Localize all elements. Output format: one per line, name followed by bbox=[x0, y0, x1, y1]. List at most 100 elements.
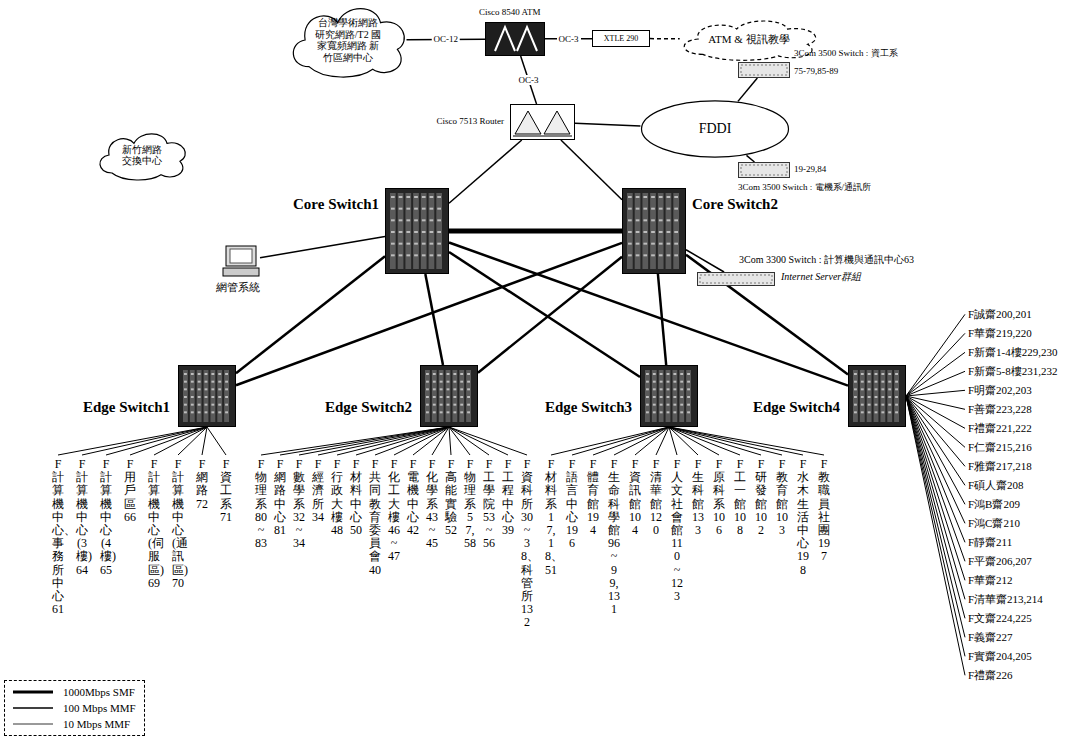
site-label: F鴻C齋210 bbox=[968, 517, 1020, 530]
site-label: F電機中心42 bbox=[407, 458, 419, 537]
network-link bbox=[449, 140, 522, 203]
node-label: 台灣學術網路 研究網路/T2 國家寬頻網路 新竹區網中心 bbox=[312, 17, 384, 63]
edge-switch: Edge Switch3 bbox=[640, 365, 698, 427]
node-label: Edge Switch2 bbox=[325, 399, 412, 416]
leader-line bbox=[261, 427, 449, 455]
atm-switch-icon: Cisco 8540 ATM bbox=[485, 22, 545, 56]
site-label: F網路中心81 bbox=[274, 458, 286, 537]
leader-line bbox=[299, 427, 449, 455]
network-link bbox=[449, 229, 622, 234]
node-label: 網管系統 bbox=[216, 281, 260, 294]
label-holder: 台灣學術網路 研究網路/T2 國家寬頻網路 新竹區網中心 bbox=[283, 0, 413, 80]
leader-line bbox=[280, 427, 449, 455]
site-label: F高能實驗52 bbox=[445, 458, 457, 537]
leader-line bbox=[432, 427, 449, 455]
leader-line bbox=[906, 396, 965, 599]
site-label: F資科所30~38、科管所132 bbox=[521, 458, 533, 629]
leader-line bbox=[394, 427, 449, 455]
site-label: F計算機中心(4樓)65 bbox=[100, 458, 112, 577]
site-label: F體育館194 bbox=[587, 458, 599, 537]
node-label: 19-29,84 bbox=[794, 164, 826, 174]
callout-cloud: 新竹網路 交換中心 bbox=[92, 128, 192, 182]
site-label: F生科館133 bbox=[692, 458, 704, 537]
site-label: F鴻B齋209 bbox=[968, 498, 1020, 511]
leader-line bbox=[906, 396, 965, 637]
leader-line bbox=[572, 427, 669, 455]
switch-icon: 19-29,843Com 3500 Switch : 電機系/通訊所 bbox=[738, 162, 790, 178]
legend-text: 1000Mbps SMF bbox=[63, 686, 135, 699]
site-label: F誠齋200,201 bbox=[968, 308, 1032, 321]
leader-line bbox=[82, 427, 207, 455]
edge-switch: Edge Switch4 bbox=[848, 365, 906, 427]
leader-line bbox=[318, 427, 449, 455]
node-label: Edge Switch4 bbox=[753, 399, 840, 416]
site-label: F華齋219,220 bbox=[968, 327, 1032, 340]
leader-line bbox=[669, 427, 782, 455]
leader-line bbox=[906, 333, 965, 396]
node-label: Edge Switch1 bbox=[83, 399, 170, 416]
site-label: F物理系80~83 bbox=[255, 458, 267, 550]
link-label: OC-12 bbox=[431, 34, 460, 44]
atm-shape bbox=[485, 22, 545, 56]
leader-line bbox=[413, 427, 449, 455]
leader-line bbox=[375, 427, 449, 455]
edge-switch: Edge Switch2 bbox=[420, 365, 478, 427]
leader-line bbox=[356, 427, 449, 455]
small-shape bbox=[697, 272, 775, 286]
leader-line bbox=[106, 427, 207, 455]
site-label: F用戶區66 bbox=[124, 458, 136, 524]
device-box: XTLE 290 bbox=[592, 30, 650, 47]
site-label: F材料中心50 bbox=[350, 458, 362, 537]
site-label: F禮齋226 bbox=[968, 669, 1013, 682]
node-label: Core Switch2 bbox=[692, 196, 778, 213]
site-label: F共同教育委員會40 bbox=[369, 458, 381, 577]
node-label: 3Com 3300 Switch : 計算機與通訊中心63 bbox=[739, 254, 914, 266]
leader-line bbox=[449, 427, 451, 455]
leader-line bbox=[906, 396, 965, 542]
site-label: F資訊館104 bbox=[629, 458, 641, 537]
small-shape bbox=[738, 162, 790, 178]
network-link bbox=[561, 140, 622, 200]
management-pc: 網管系統 bbox=[222, 245, 260, 277]
leader-line bbox=[906, 371, 965, 396]
legend-row: 100 Mbps MMF bbox=[11, 700, 136, 716]
network-link bbox=[746, 155, 754, 162]
leader-line bbox=[906, 396, 965, 580]
site-label: F工程中心39 bbox=[502, 458, 514, 537]
site-label: F計算機中心、事務所中心61 bbox=[52, 458, 64, 616]
switch-shape bbox=[848, 365, 906, 427]
site-label: F靜齋211 bbox=[968, 536, 1012, 549]
leader-line bbox=[130, 427, 207, 455]
leader-line bbox=[178, 427, 207, 455]
leader-line bbox=[337, 427, 449, 455]
pc-shape bbox=[222, 245, 260, 277]
site-label: F清華館120 bbox=[650, 458, 662, 537]
site-label: F清華齋213,214 bbox=[968, 593, 1043, 606]
site-label: F工一館108 bbox=[734, 458, 746, 537]
site-label: F計算機中心(通訊區)70 bbox=[172, 458, 184, 590]
leader-line bbox=[906, 396, 965, 523]
fddi-ring: FDDI bbox=[640, 100, 790, 158]
network-cloud: 台灣學術網路 研究網路/T2 國家寬頻網路 新竹區網中心 bbox=[283, 0, 413, 80]
site-label: F禮齋221,222 bbox=[968, 422, 1032, 435]
leader-line bbox=[154, 427, 207, 455]
site-label: F化學系43~45 bbox=[426, 458, 438, 550]
node-label: Core Switch1 bbox=[293, 196, 379, 213]
leader-line bbox=[449, 427, 527, 455]
leader-line bbox=[593, 427, 669, 455]
leader-line bbox=[669, 427, 824, 455]
site-label: F水木生活中心198 bbox=[797, 458, 809, 577]
leader-line bbox=[202, 427, 207, 455]
site-label: F義齋227 bbox=[968, 631, 1013, 644]
leader-line bbox=[906, 396, 965, 485]
node-label: Edge Switch3 bbox=[545, 399, 632, 416]
site-label: F網路72 bbox=[196, 458, 208, 511]
link-label: OC-3 bbox=[557, 34, 581, 44]
site-label: F原科系106 bbox=[713, 458, 725, 537]
legend-text: 10 Mbps MMF bbox=[63, 718, 130, 731]
switch-shape bbox=[622, 188, 686, 274]
leader-line bbox=[906, 352, 965, 396]
site-label: F行政大樓48 bbox=[331, 458, 343, 537]
leader-line bbox=[669, 427, 803, 455]
